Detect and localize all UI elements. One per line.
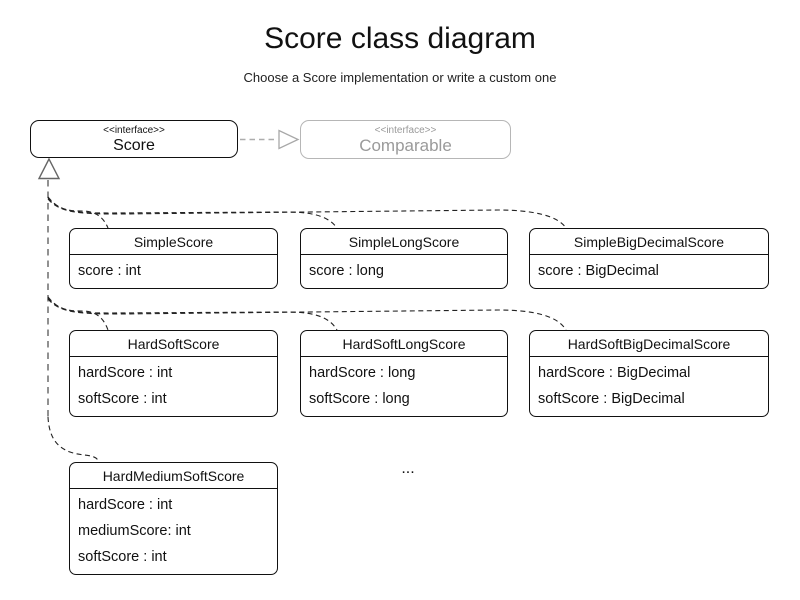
class-hardsoftlongscore: HardSoftLongScore hardScore : long softS… (300, 330, 508, 417)
class-attributes: hardScore : BigDecimal softScore : BigDe… (530, 357, 768, 416)
class-attribute: hardScore : BigDecimal (538, 365, 691, 381)
class-simplebigdecimalscore: SimpleBigDecimalScore score : BigDecimal (529, 228, 769, 289)
class-attributes: score : long (301, 255, 507, 288)
interface-score: <<interface>> Score (30, 120, 238, 158)
class-hardsoftscore: HardSoftScore hardScore : int softScore … (69, 330, 278, 417)
class-name: HardMediumSoftScore (70, 463, 277, 489)
class-name: SimpleScore (70, 229, 277, 255)
branch-hardmediumsoftscore (47, 416, 100, 463)
stereotype-label: <<interface>> (374, 125, 437, 136)
class-attribute: mediumScore: int (78, 523, 191, 539)
class-attribute: hardScore : long (309, 365, 416, 381)
class-name: SimpleBigDecimalScore (530, 229, 768, 255)
more-implementations-ellipsis: ... (401, 460, 415, 477)
class-attributes: hardScore : long softScore : long (301, 357, 507, 416)
branch-simplebigdecimalscore (47, 198, 567, 229)
class-name: HardSoftScore (70, 331, 277, 357)
class-attribute: softScore : int (78, 549, 167, 565)
class-attributes: score : BigDecimal (530, 255, 768, 288)
class-attribute: hardScore : int (78, 497, 173, 513)
realization-arrowhead-icon (278, 129, 300, 150)
stereotype-label: <<interface>> (103, 125, 165, 136)
class-attribute: score : int (78, 263, 141, 279)
class-attribute: softScore : int (78, 391, 167, 407)
generalization-triangle-icon (37, 157, 61, 180)
class-name: HardSoftBigDecimalScore (530, 331, 768, 357)
interface-name: Score (113, 137, 155, 154)
interface-name: Comparable (359, 136, 452, 155)
class-attributes: hardScore : int mediumScore: int softSco… (70, 489, 277, 574)
branch-simplelongscore (47, 197, 338, 229)
class-name: SimpleLongScore (301, 229, 507, 255)
class-attributes: score : int (70, 255, 277, 288)
class-attribute: softScore : long (309, 391, 410, 407)
class-name: HardSoftLongScore (301, 331, 507, 357)
diagram-title: Score class diagram (264, 22, 536, 55)
interface-comparable: <<interface>> Comparable (300, 120, 511, 159)
class-simplelongscore: SimpleLongScore score : long (300, 228, 508, 289)
branch-hardsoftlongscore (47, 297, 338, 331)
class-attribute: softScore : BigDecimal (538, 391, 685, 407)
class-attribute: hardScore : int (78, 365, 173, 381)
class-attributes: hardScore : int softScore : int (70, 357, 277, 416)
branch-hardsoftbigdecimalscore (47, 298, 567, 331)
class-simplescore: SimpleScore score : int (69, 228, 278, 289)
class-attribute: score : BigDecimal (538, 263, 659, 279)
class-hardmediumsoftscore: HardMediumSoftScore hardScore : int medi… (69, 462, 278, 575)
class-hardsoftbigdecimalscore: HardSoftBigDecimalScore hardScore : BigD… (529, 330, 769, 417)
diagram-subtitle: Choose a Score implementation or write a… (243, 70, 557, 85)
class-attribute: score : long (309, 263, 384, 279)
